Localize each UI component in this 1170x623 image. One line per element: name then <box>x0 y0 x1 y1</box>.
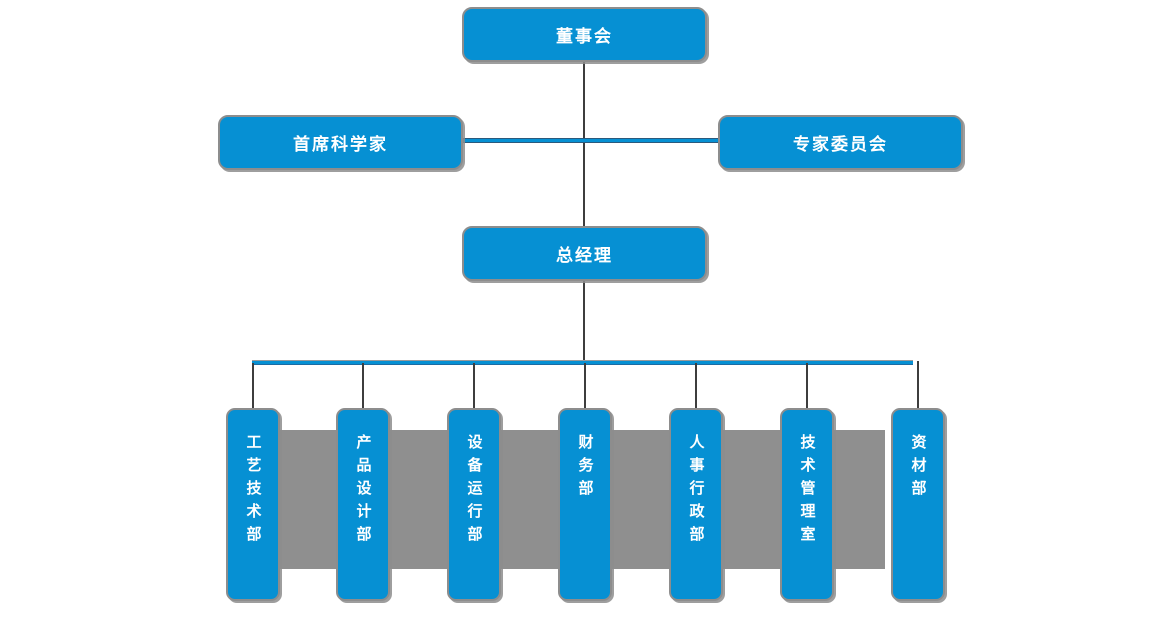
connector-departments-bus <box>252 360 913 365</box>
expert-committee-box: 专家委员会 <box>718 115 963 170</box>
connector-board-to-manager <box>583 61 585 227</box>
connector-advisors-line <box>461 138 720 143</box>
connector-drop-dept-4 <box>584 363 586 409</box>
dept-box-equipment-operation: 设备运行部 <box>447 408 501 601</box>
connector-drop-dept-5 <box>695 363 697 409</box>
chief-scientist-box: 首席科学家 <box>218 115 463 170</box>
connector-drop-dept-3 <box>473 363 475 409</box>
dept-label: 技术管理室 <box>798 434 817 549</box>
board-of-directors-label: 董事会 <box>556 27 613 47</box>
dept-box-finance: 财务部 <box>558 408 612 601</box>
dept-label: 资材部 <box>909 434 928 503</box>
general-manager-label: 总经理 <box>556 246 613 266</box>
connector-manager-to-bus <box>583 280 585 361</box>
board-of-directors-box: 董事会 <box>462 7 707 62</box>
dept-box-materials: 资材部 <box>891 408 945 601</box>
dept-label: 设备运行部 <box>465 434 484 549</box>
dept-box-product-design: 产品设计部 <box>336 408 390 601</box>
connector-drop-dept-7 <box>917 361 919 409</box>
connector-drop-dept-2 <box>362 363 364 409</box>
dept-label: 人事行政部 <box>687 434 706 549</box>
dept-label: 工艺技术部 <box>244 434 263 549</box>
dept-label: 产品设计部 <box>354 434 373 549</box>
dept-box-hr-administration: 人事行政部 <box>669 408 723 601</box>
general-manager-box: 总经理 <box>462 226 707 281</box>
dept-label: 财务部 <box>576 434 595 503</box>
dept-box-process-technology: 工艺技术部 <box>226 408 280 601</box>
connector-drop-dept-1 <box>252 363 254 409</box>
expert-committee-label: 专家委员会 <box>793 135 888 155</box>
connector-drop-dept-6 <box>806 363 808 409</box>
dept-box-technology-management: 技术管理室 <box>780 408 834 601</box>
chief-scientist-label: 首席科学家 <box>293 135 388 155</box>
